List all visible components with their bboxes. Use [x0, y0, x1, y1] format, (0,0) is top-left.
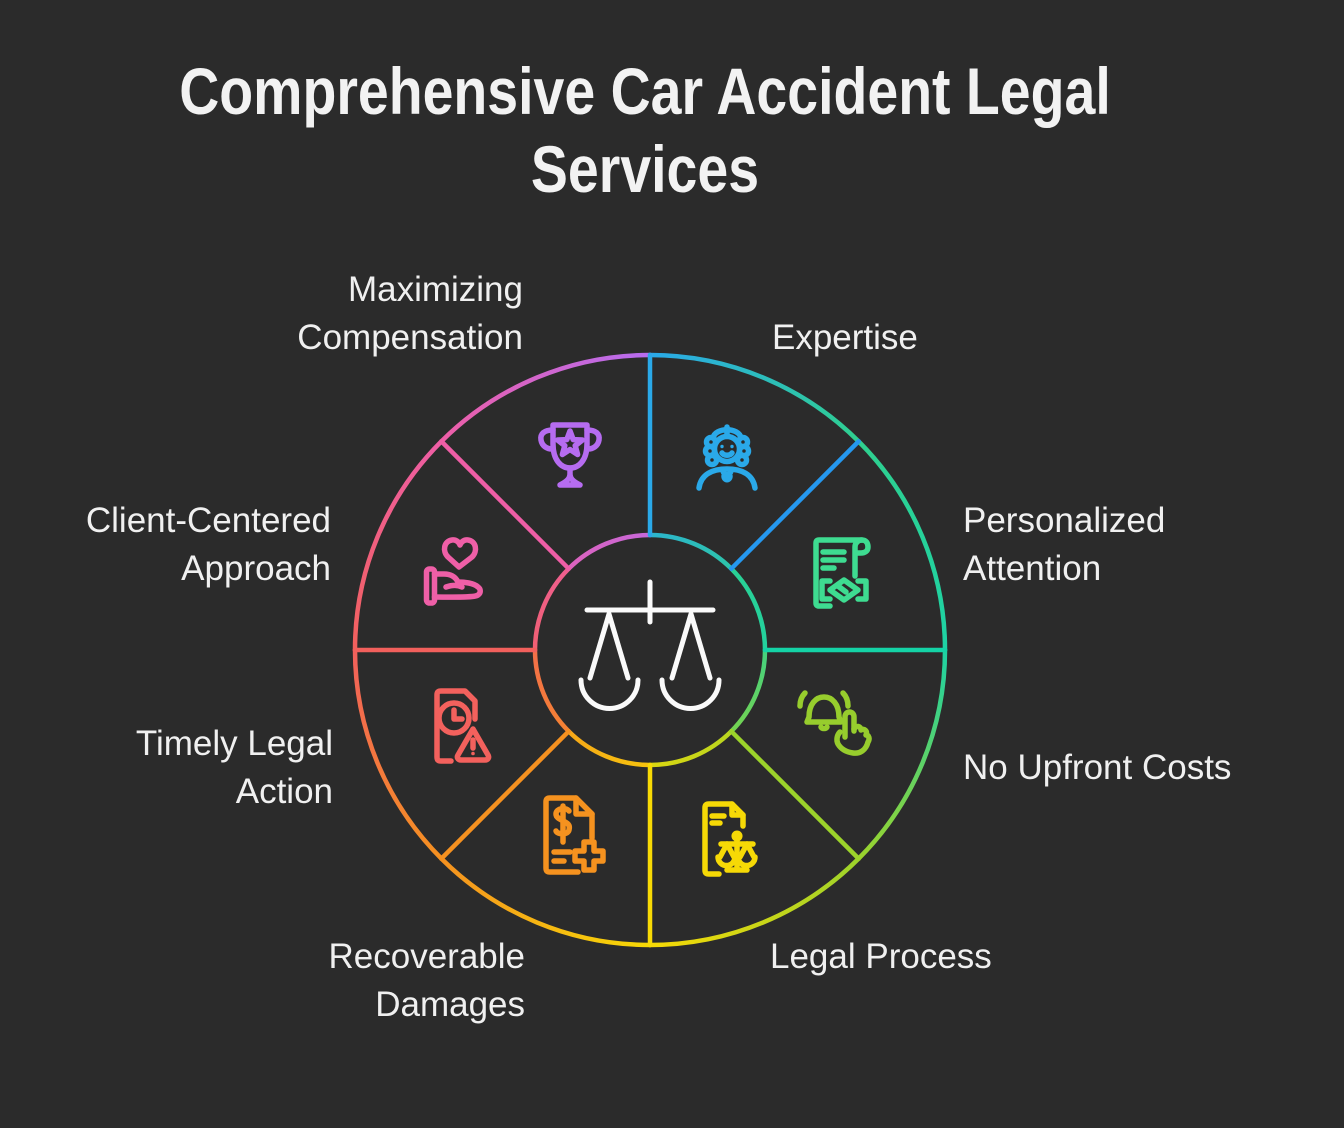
- page-title-line-1: Comprehensive Car Accident Legal: [179, 54, 1111, 128]
- segment-divider: [729, 439, 861, 571]
- wheel-outer-ring: [352, 352, 948, 948]
- medical-bill-icon: [543, 795, 606, 875]
- segment-divider: [729, 729, 861, 861]
- segment-label-maximizing-compensation: Maximizing Compensation: [297, 270, 523, 357]
- outer-arc-expertise: [647, 352, 861, 444]
- inner-arc: [532, 566, 571, 653]
- segment-label-legal-process: Legal Process: [770, 937, 992, 976]
- heart-in-hand-icon: [423, 537, 483, 606]
- segment-label-personalized-attention: Personalized Attention: [963, 501, 1166, 588]
- wheel-dividers: [352, 352, 948, 948]
- outer-arc-timely-legal-action: [352, 647, 444, 861]
- inner-arc: [532, 647, 571, 734]
- page-title-line-2: Services: [530, 132, 760, 206]
- segment-divider: [439, 439, 571, 571]
- outer-arc-no-upfront-costs: [856, 647, 948, 861]
- outer-arc-personalized-attention: [856, 439, 948, 653]
- trophy-icon: [538, 422, 602, 488]
- wheel-inner-ring: [532, 532, 768, 768]
- contract-handshake-icon: [813, 537, 871, 609]
- segment-label-timely-legal-action: Timely Legal Action: [135, 724, 333, 811]
- inner-arc: [729, 647, 768, 734]
- bell-hand-icon: [797, 690, 872, 756]
- segment-label-recoverable-damages: Recoverable Damages: [328, 937, 526, 1024]
- judge-icon: [696, 424, 758, 491]
- inner-arc: [566, 532, 653, 571]
- inner-arc: [566, 729, 653, 768]
- services-wheel: [352, 352, 948, 948]
- segment-label-no-upfront-costs: No Upfront Costs: [963, 748, 1232, 787]
- page-title: Comprehensive Car Accident Legal Service…: [103, 52, 1187, 208]
- segment-label-client-centered-approach: Client-Centered Approach: [85, 501, 331, 588]
- outer-arc-client-centered: [352, 439, 444, 653]
- inner-arc: [729, 566, 768, 653]
- document-scales-icon: [702, 801, 758, 877]
- inner-arc: [647, 532, 734, 571]
- scales-of-justice-icon: [578, 579, 722, 711]
- segment-label-expertise: Expertise: [772, 318, 918, 357]
- inner-arc: [647, 729, 734, 768]
- outer-arc-legal-process: [647, 856, 861, 948]
- outer-arc-recoverable-damages: [439, 856, 653, 948]
- segment-divider: [439, 729, 571, 861]
- document-deadline-warning-icon: [434, 688, 492, 764]
- outer-arc-maximizing-compensation: [439, 352, 653, 444]
